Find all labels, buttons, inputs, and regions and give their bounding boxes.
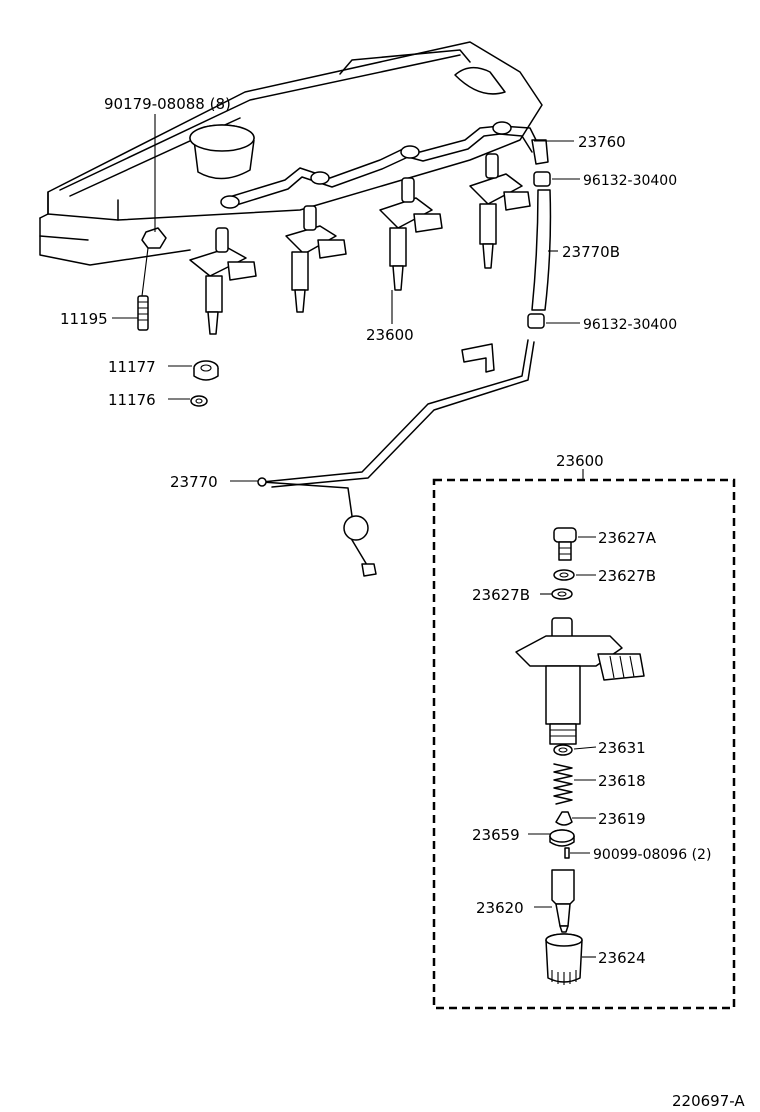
label-23600-engine: 23600 — [366, 326, 414, 344]
label-96132-30400-bottom: 96132-30400 — [583, 317, 677, 333]
washer-23627b-lower — [551, 588, 573, 600]
label-11176: 11176 — [108, 391, 156, 409]
nozzle-23620 — [551, 869, 575, 933]
label-23627b-right: 23627B — [598, 567, 656, 585]
leak-off-pipe — [220, 121, 549, 209]
pipe-clip — [343, 515, 369, 541]
washer-23631 — [553, 744, 573, 756]
clamp-bottom — [527, 313, 545, 329]
label-11195: 11195 — [60, 310, 108, 328]
label-23760: 23760 — [578, 133, 626, 151]
pipe-bracket — [461, 343, 495, 373]
label-23620: 23620 — [476, 899, 524, 917]
injector-2 — [285, 205, 347, 313]
breakdown-box — [432, 478, 736, 1010]
label-23627a: 23627A — [598, 529, 657, 547]
spring-23618 — [553, 763, 573, 805]
label-90179-08088: 90179-08088 (8) — [104, 95, 231, 113]
pin-90099 — [564, 847, 570, 859]
nut-90179 — [141, 227, 167, 249]
washer-23627b-upper — [553, 569, 575, 581]
clamp-top — [533, 171, 551, 187]
spring-seat-23619 — [555, 811, 573, 826]
nozzle-nut-23624 — [545, 933, 583, 985]
diagram-id: 220697-A — [672, 1092, 745, 1110]
bolt-23627a — [553, 527, 577, 561]
leader-lines — [112, 114, 597, 958]
label-23770b: 23770B — [562, 243, 620, 261]
spacer-23659 — [549, 829, 575, 847]
label-90099-08096: 90099-08096 (2) — [593, 847, 711, 863]
label-23619: 23619 — [598, 810, 646, 828]
washer-11176 — [190, 395, 208, 407]
label-23659: 23659 — [472, 826, 520, 844]
label-11177: 11177 — [108, 358, 156, 376]
label-96132-30400-top: 96132-30400 — [583, 173, 677, 189]
injector-3 — [379, 177, 443, 291]
injector-1 — [189, 227, 257, 335]
label-23624: 23624 — [598, 949, 646, 967]
label-23627b-left: 23627B — [472, 586, 530, 604]
valve-cover — [39, 41, 543, 266]
fuel-pipe-23770 — [257, 339, 535, 577]
label-23631: 23631 — [598, 739, 646, 757]
seal-11177 — [193, 360, 219, 381]
stud-11195 — [137, 295, 149, 331]
label-23618: 23618 — [598, 772, 646, 790]
label-23600-box: 23600 — [556, 452, 604, 470]
injector-4 — [469, 153, 531, 269]
injector-body — [515, 617, 645, 745]
label-23770: 23770 — [170, 473, 218, 491]
hose-23770b — [527, 171, 552, 329]
